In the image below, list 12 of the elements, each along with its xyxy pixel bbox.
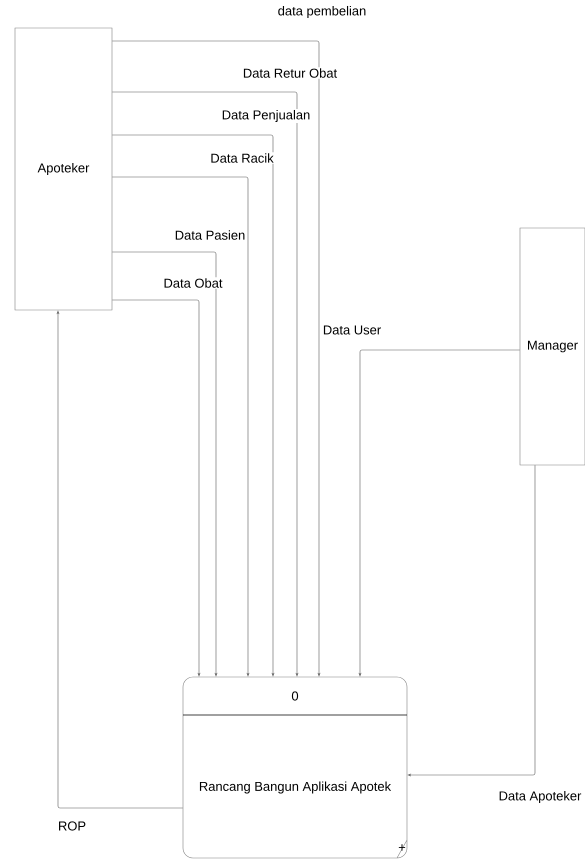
edge-label: Data Penjualan (220, 108, 312, 124)
edge-label: Data Retur Obat (242, 67, 338, 79)
edge-label: Data Obat (162, 277, 224, 289)
plus-sign: + (398, 844, 406, 851)
edge-label: Data Pasien (174, 229, 246, 241)
entity-box: Manager (520, 228, 585, 466)
edge-label: Data Apoteker (498, 790, 582, 804)
edge-label: ROP (56, 820, 88, 832)
edge-label: Data Racik (209, 152, 275, 164)
entity-box: Apoteker (14, 28, 112, 310)
edge-label: Data User (322, 324, 382, 336)
edge-label: data pembelian (276, 4, 368, 20)
